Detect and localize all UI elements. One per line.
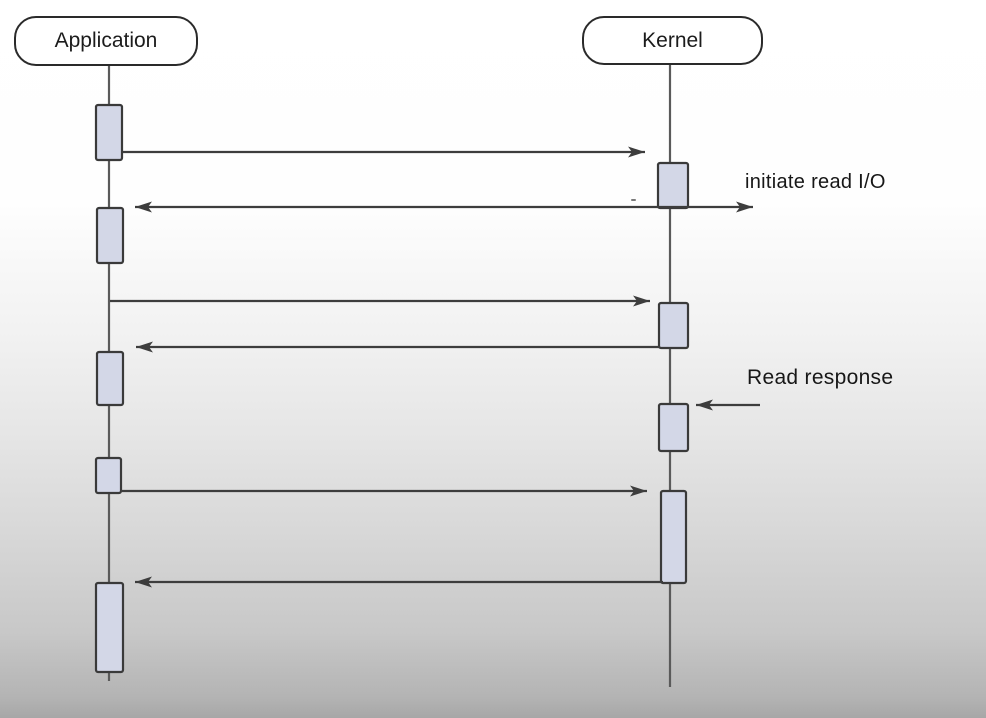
kernel-activation-bar: [656, 161, 690, 210]
request-1-arrowhead-right: [628, 146, 645, 158]
application-activation-bar: [94, 581, 125, 674]
actor-application-box: Application: [14, 16, 198, 66]
annotation-read-response: Read response: [747, 366, 894, 389]
application-activation-bar: [95, 350, 125, 407]
kernel-activation-bar: [657, 402, 690, 453]
application-activation-bar: [95, 206, 125, 265]
annotation-initiate-read-io: initiate read I/O: [745, 171, 886, 193]
return-1-initiate-read-io-arrowhead-right: [736, 201, 753, 213]
return-1-initiate-read-io-arrowhead-left: [135, 201, 152, 213]
return-3-arrowhead-left: [135, 576, 152, 588]
application-activation-bar: [94, 103, 124, 162]
actor-kernel-label: Kernel: [642, 28, 703, 52]
kernel-activation-bar: [659, 489, 688, 585]
stray-mark: [631, 199, 636, 201]
actor-kernel-box: Kernel: [582, 16, 763, 65]
request-2-arrowhead-right: [633, 295, 650, 307]
read-response-arrow-arrowhead-left: [696, 399, 713, 411]
kernel-activation-bar: [657, 301, 690, 350]
return-2-arrowhead-left: [136, 341, 153, 353]
application-activation-bar: [94, 456, 123, 495]
actor-application-label: Application: [54, 29, 158, 52]
request-3-arrowhead-right: [630, 485, 647, 497]
